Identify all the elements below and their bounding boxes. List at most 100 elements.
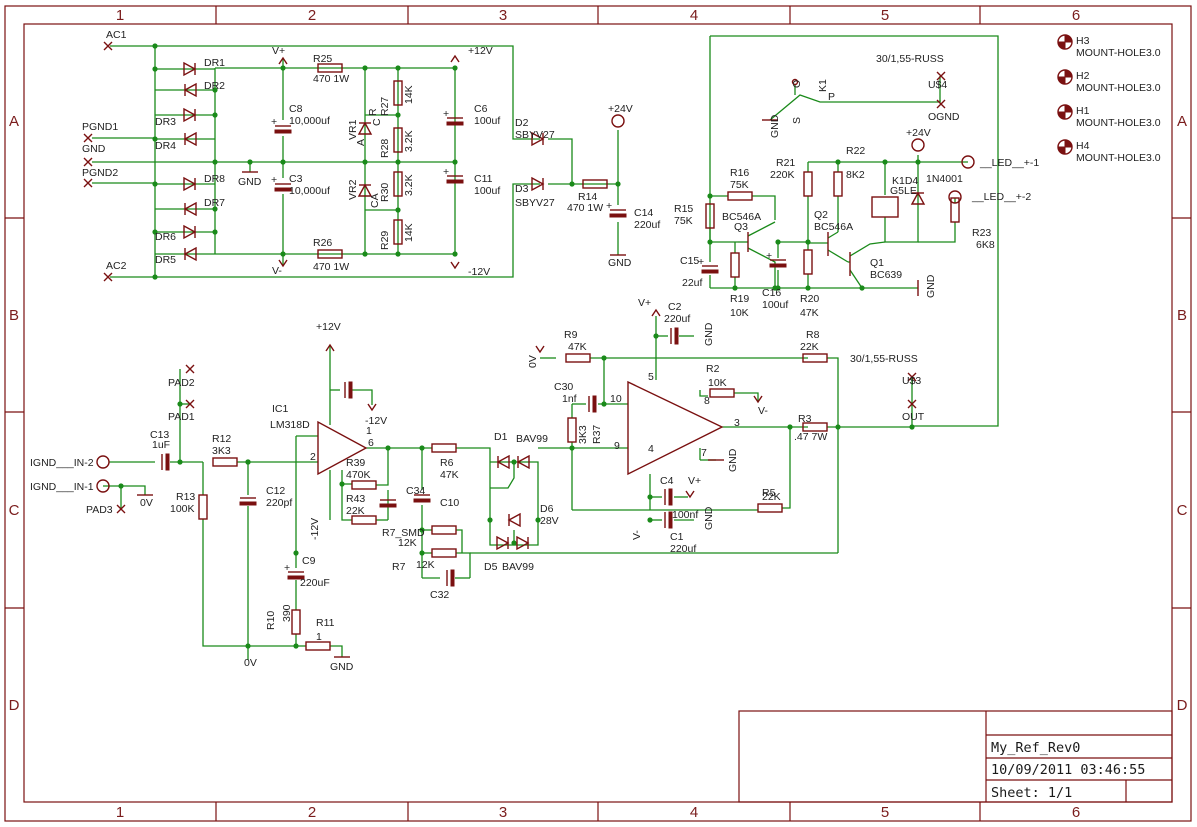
pad-out: [907, 399, 917, 409]
resistor-r37: [567, 417, 577, 443]
label-k1gnd: GND: [769, 114, 781, 138]
label-r39: R39: [346, 457, 365, 469]
frame-col-label: 3: [499, 804, 507, 821]
label-r27: R27: [379, 97, 391, 116]
junction-dot: [615, 181, 621, 187]
label-r12v: 3K3: [212, 445, 231, 457]
diode-d1b: [516, 454, 530, 470]
junction-dot: [707, 193, 713, 199]
resistor-r13: [198, 494, 208, 520]
label-p24b: +24V: [906, 127, 931, 139]
svg-text:+: +: [698, 256, 704, 268]
label-p5: 5: [648, 371, 654, 383]
label-p12b: +12V: [316, 321, 341, 333]
resistor-r2: [709, 388, 735, 398]
resistor-r6: [431, 443, 457, 453]
label-r7s: R7_SMD: [382, 527, 425, 539]
svg-text:+: +: [443, 108, 449, 120]
junction-dot: [775, 285, 781, 291]
frame-col-label: 5: [881, 7, 889, 24]
resistor-r19: [730, 252, 740, 278]
label-vm2: V-: [758, 405, 768, 417]
junction-dot: [212, 159, 218, 165]
label-bav99b: BAV99: [502, 561, 534, 573]
junction-dot: [362, 65, 368, 71]
connector-led2: [948, 190, 962, 204]
pad-pad1: [185, 399, 195, 409]
label-c2: C2: [668, 301, 682, 313]
junction-dot: [245, 643, 251, 649]
diode-d1a: [496, 454, 510, 470]
resistor-r27: [393, 80, 403, 106]
label-vr_c: C: [371, 118, 383, 126]
label-r7v: 12K: [416, 559, 435, 571]
wire: [456, 447, 491, 462]
label-h1: H1: [1076, 105, 1090, 117]
svg-text:+: +: [271, 174, 277, 186]
label-r26: R26: [313, 237, 332, 249]
label-r2: R2: [706, 363, 720, 375]
label-q1: Q1: [870, 257, 884, 269]
label-dr5: DR5: [155, 254, 176, 266]
label-c15v: 22uf: [682, 277, 703, 289]
label-r30v: 3.2K: [403, 174, 415, 196]
label-n4001: 1N4001: [926, 173, 963, 185]
junction-dot: [293, 550, 299, 556]
label-r25: R25: [313, 53, 332, 65]
resistor-r5: [757, 503, 783, 513]
pad-pad2: [185, 364, 195, 374]
label-p4: 4: [648, 443, 654, 455]
label-gnd14: GND: [608, 257, 632, 269]
label-vr1: VR1: [347, 119, 359, 140]
resistor-r8: [802, 353, 828, 363]
label-vm1: V-: [631, 530, 643, 540]
wire: [103, 485, 146, 495]
label-r43v: 22K: [346, 505, 365, 517]
label-gnd1: GND: [703, 506, 715, 530]
frame-col-label: 2: [308, 804, 316, 821]
label-ac1: AC1: [106, 29, 127, 41]
label-r14v: 470 1W: [567, 202, 603, 214]
wire: [699, 390, 708, 397]
junction-dot: [245, 459, 251, 465]
diode-dr2: [183, 82, 197, 98]
label-bav99: BAV99: [516, 433, 548, 445]
label-h3v: MOUNT-HOLE3.0: [1076, 47, 1161, 59]
junction-dot: [395, 65, 401, 71]
junction-dot: [452, 251, 458, 257]
label-r6: R6: [440, 457, 454, 469]
junction-dot: [385, 445, 391, 451]
label-r21: R21: [776, 157, 795, 169]
label-pgnd2: PGND2: [82, 167, 118, 179]
label-h4v: MOUNT-HOLE3.0: [1076, 152, 1161, 164]
frame-row-label: D: [1177, 697, 1188, 714]
labels: AC1AC2PGND1GNDPGND2DR1DR2DR3DR4DR8DR7DR6…: [30, 29, 1161, 673]
label-vp4: V+: [688, 475, 701, 487]
label-r37: R37: [591, 425, 603, 444]
label-c6v: 100uf: [474, 115, 500, 127]
label-q2v: BC546A: [814, 221, 853, 233]
label-dr2: DR2: [204, 80, 225, 92]
frame-col-label: 1: [116, 804, 124, 821]
junction-dot: [647, 494, 653, 500]
resistor-r29: [393, 219, 403, 245]
diode-1n4001: [910, 191, 926, 205]
components: ++++++++: [83, 34, 1073, 658]
junction-dot: [511, 459, 517, 465]
wire: [782, 427, 791, 509]
resistor-r7-smd: [431, 525, 457, 535]
label-us3: U$3: [902, 375, 921, 387]
label-c8: C8: [289, 103, 303, 115]
label-p2: 2: [310, 451, 316, 463]
label-r19v: 10K: [730, 307, 749, 319]
junction-dot: [177, 459, 183, 465]
junction-dot: [212, 206, 218, 212]
label-d2: D2: [515, 117, 529, 129]
wire: [918, 222, 956, 243]
opamp-ic1: [317, 420, 368, 476]
label-c13v: 1uF: [152, 439, 170, 451]
wire: [352, 389, 373, 405]
resistor-r23: [950, 197, 960, 223]
label-d1: D1: [494, 431, 508, 443]
junction-dot: [419, 527, 425, 533]
